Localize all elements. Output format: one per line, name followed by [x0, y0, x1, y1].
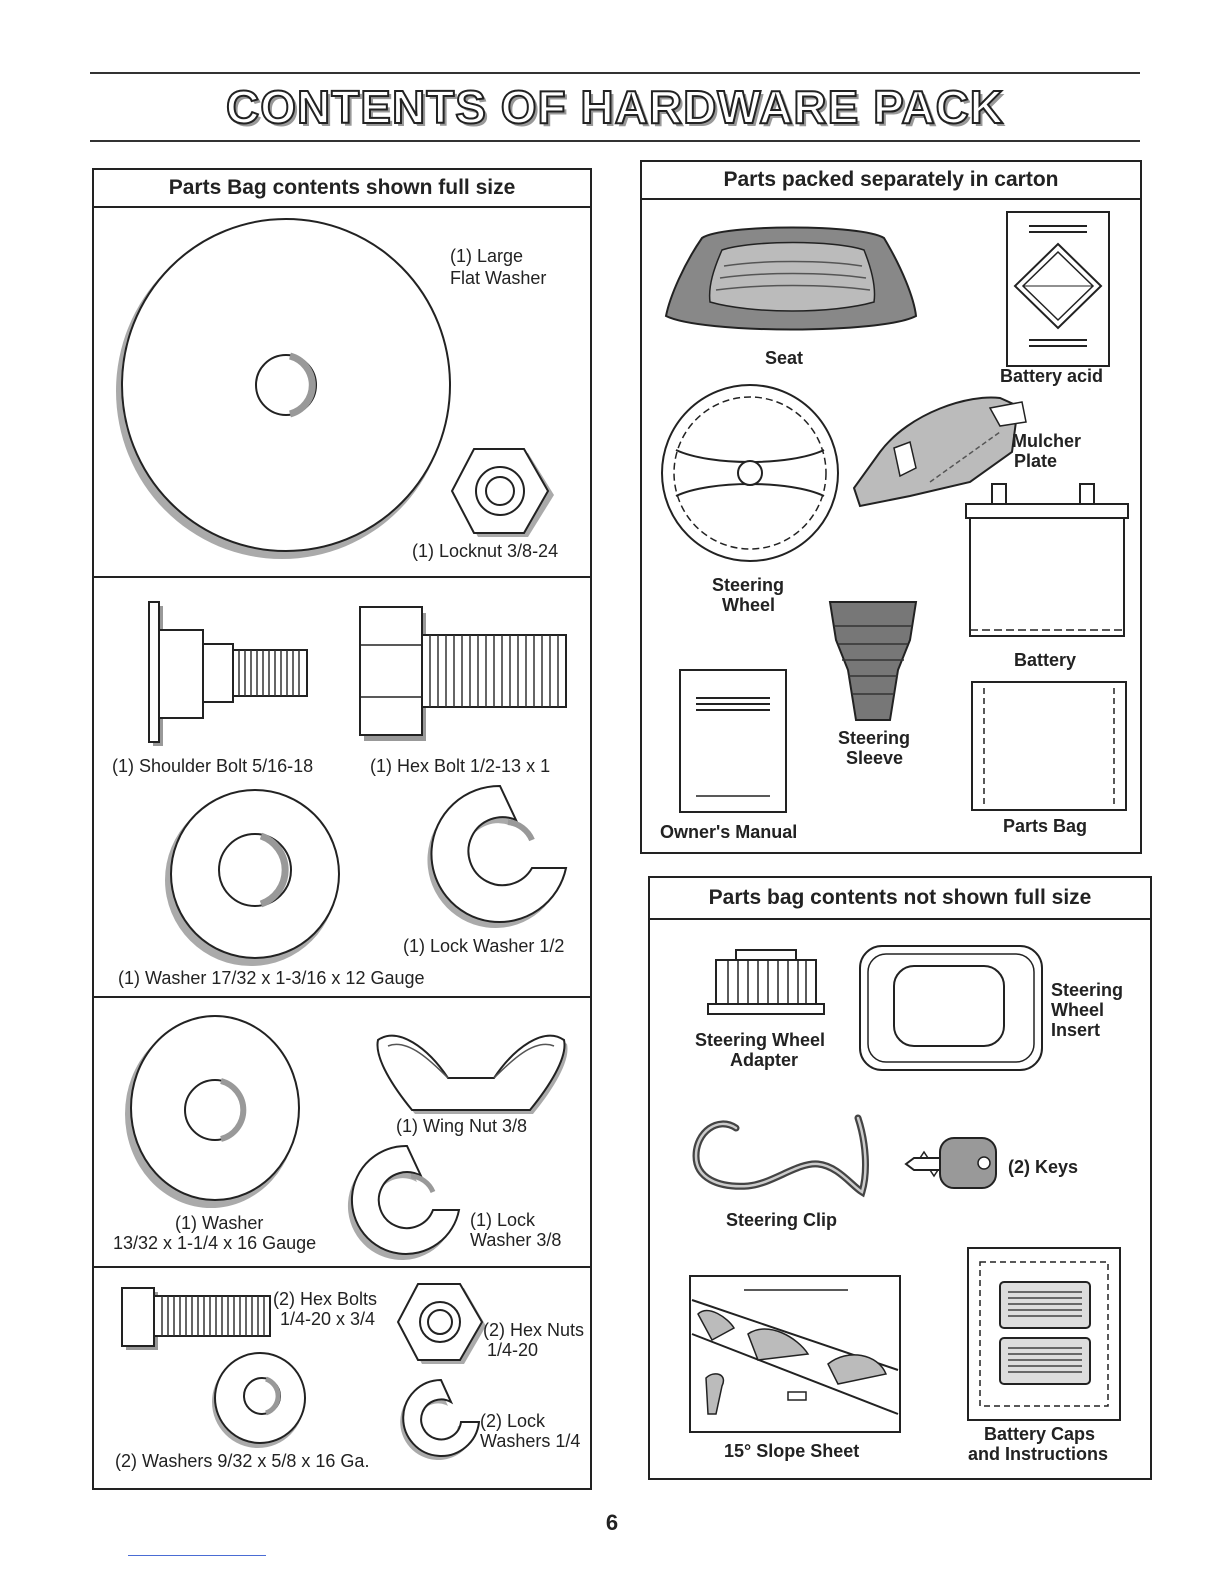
carton-parts-panel: Parts packed separately in carton	[640, 160, 1142, 854]
seat-icon	[664, 226, 918, 331]
washers-9-32-label: (2) Washers 9/32 x 5/8 x 16 Ga.	[115, 1451, 370, 1471]
parts-bag-label: Parts Bag	[1003, 816, 1088, 836]
washer-13-32-icon	[125, 1015, 300, 1208]
steering-clip-label: Steering Clip	[726, 1210, 838, 1230]
locknut-icon	[450, 448, 554, 537]
page-title: CONTENTS OF HARDWARE PACK	[225, 80, 1005, 134]
lock-washer-38-label-line2: Washer 3/8	[470, 1230, 562, 1250]
steering-wheel-adapter-icon	[707, 949, 825, 1015]
page-number: 6	[605, 1510, 619, 1535]
small-lock-washer-icon	[400, 1378, 481, 1460]
washer-17-32-label: (1) Washer 17/32 x 1-3/16 x 12 Gauge	[118, 968, 425, 988]
steering-wheel-insert-label-line3: Insert	[1051, 1020, 1101, 1040]
carton-panel-heading: Parts packed separately in carton	[642, 162, 1140, 200]
battery-caps-icon	[967, 1247, 1121, 1421]
hex-bolt-icon	[359, 606, 567, 741]
steering-wheel-insert-label-line2: Wheel	[1051, 1000, 1105, 1020]
steering-wheel-adapter-label-line2: Adapter	[730, 1050, 799, 1070]
section-divider-1	[94, 576, 590, 578]
mulcher-plate-label-line2: Plate	[1014, 451, 1058, 471]
lock-washers-14-label-line2: Washers 1/4	[480, 1431, 581, 1451]
lock-washer-half-label: (1) Lock Washer 1/2	[403, 936, 565, 956]
wing-nut-label: (1) Wing Nut 3/8	[396, 1116, 528, 1136]
footer-link-underline	[128, 1555, 266, 1556]
steering-sleeve-label-line2: Sleeve	[846, 748, 904, 768]
steering-wheel-icon	[661, 384, 839, 562]
washer-13-32-label-line1: (1) Washer	[175, 1213, 264, 1233]
full-size-parts-panel: Parts Bag contents shown full size	[92, 168, 592, 1490]
hex-nut-icon	[396, 1283, 486, 1364]
section-divider-3	[94, 1266, 590, 1268]
large-washer-label-line1: (1) Large	[450, 246, 524, 266]
hex-bolt-label: (1) Hex Bolt 1/2-13 x 1	[370, 756, 551, 776]
washer-13-32-label-line2: 13/32 x 1-1/4 x 16 Gauge	[113, 1233, 317, 1253]
parts-bag-icon	[971, 681, 1127, 811]
not-full-size-panel-heading: Parts bag contents not shown full size	[650, 878, 1150, 920]
hex-bolts-label-line2: 1/4-20 x 3/4	[280, 1309, 376, 1329]
steering-clip-icon	[692, 1114, 869, 1198]
seat-label: Seat	[765, 348, 804, 368]
small-hex-bolt-icon	[121, 1287, 271, 1350]
large-washer-label-line2: Flat Washer	[450, 268, 547, 288]
battery-caps-label-line1: Battery Caps	[984, 1424, 1096, 1444]
large-flat-washer-icon	[116, 218, 451, 559]
lock-washer-half-icon	[427, 784, 568, 928]
steering-sleeve-label-line1: Steering	[838, 728, 911, 748]
steering-wheel-insert-icon	[859, 945, 1043, 1071]
battery-acid-icon	[1006, 211, 1110, 367]
small-washer-icon	[212, 1352, 306, 1448]
shoulder-bolt-icon	[148, 601, 308, 746]
mulcher-plate-label-line1: Mulcher	[1012, 431, 1082, 451]
owners-manual-label: Owner's Manual	[660, 822, 798, 842]
lock-washer-38-label-line1: (1) Lock	[470, 1210, 536, 1230]
locknut-label: (1) Locknut 3/8-24	[412, 541, 559, 561]
mulcher-plate-icon	[852, 396, 1027, 508]
section-divider-2	[94, 996, 590, 998]
battery-label: Battery	[1014, 650, 1077, 670]
lock-washer-38-icon	[347, 1144, 461, 1260]
hex-bolts-label-line1: (2) Hex Bolts	[273, 1289, 378, 1309]
lock-washers-14-label-line1: (2) Lock	[480, 1411, 546, 1431]
owners-manual-icon	[679, 669, 787, 813]
shoulder-bolt-label: (1) Shoulder Bolt 5/16-18	[112, 756, 314, 776]
steering-sleeve-icon	[828, 601, 918, 721]
keys-label: (2) Keys	[1008, 1157, 1079, 1177]
wing-nut-icon	[376, 1034, 568, 1114]
steering-wheel-adapter-label-line1: Steering Wheel	[695, 1030, 826, 1050]
key-icon	[904, 1137, 997, 1189]
hex-nuts-label-line2: 1/4-20	[487, 1340, 539, 1360]
not-full-size-panel: Parts bag contents not shown full size	[648, 876, 1152, 1480]
full-size-panel-heading: Parts Bag contents shown full size	[94, 170, 590, 208]
battery-acid-label: Battery acid	[1000, 366, 1104, 386]
title-bottom-rule	[90, 140, 1140, 142]
steering-wheel-label-line2: Wheel	[722, 595, 776, 615]
hex-nuts-label-line1: (2) Hex Nuts	[483, 1320, 585, 1340]
battery-caps-label-line2: and Instructions	[968, 1444, 1109, 1464]
slope-sheet-label: 15° Slope Sheet	[724, 1441, 860, 1461]
slope-sheet-icon	[689, 1275, 901, 1433]
battery-icon	[965, 483, 1129, 637]
washer-17-32-icon	[165, 789, 340, 966]
steering-wheel-insert-label-line1: Steering	[1051, 980, 1124, 1000]
steering-wheel-label-line1: Steering	[712, 575, 785, 595]
title-top-rule	[90, 72, 1140, 74]
